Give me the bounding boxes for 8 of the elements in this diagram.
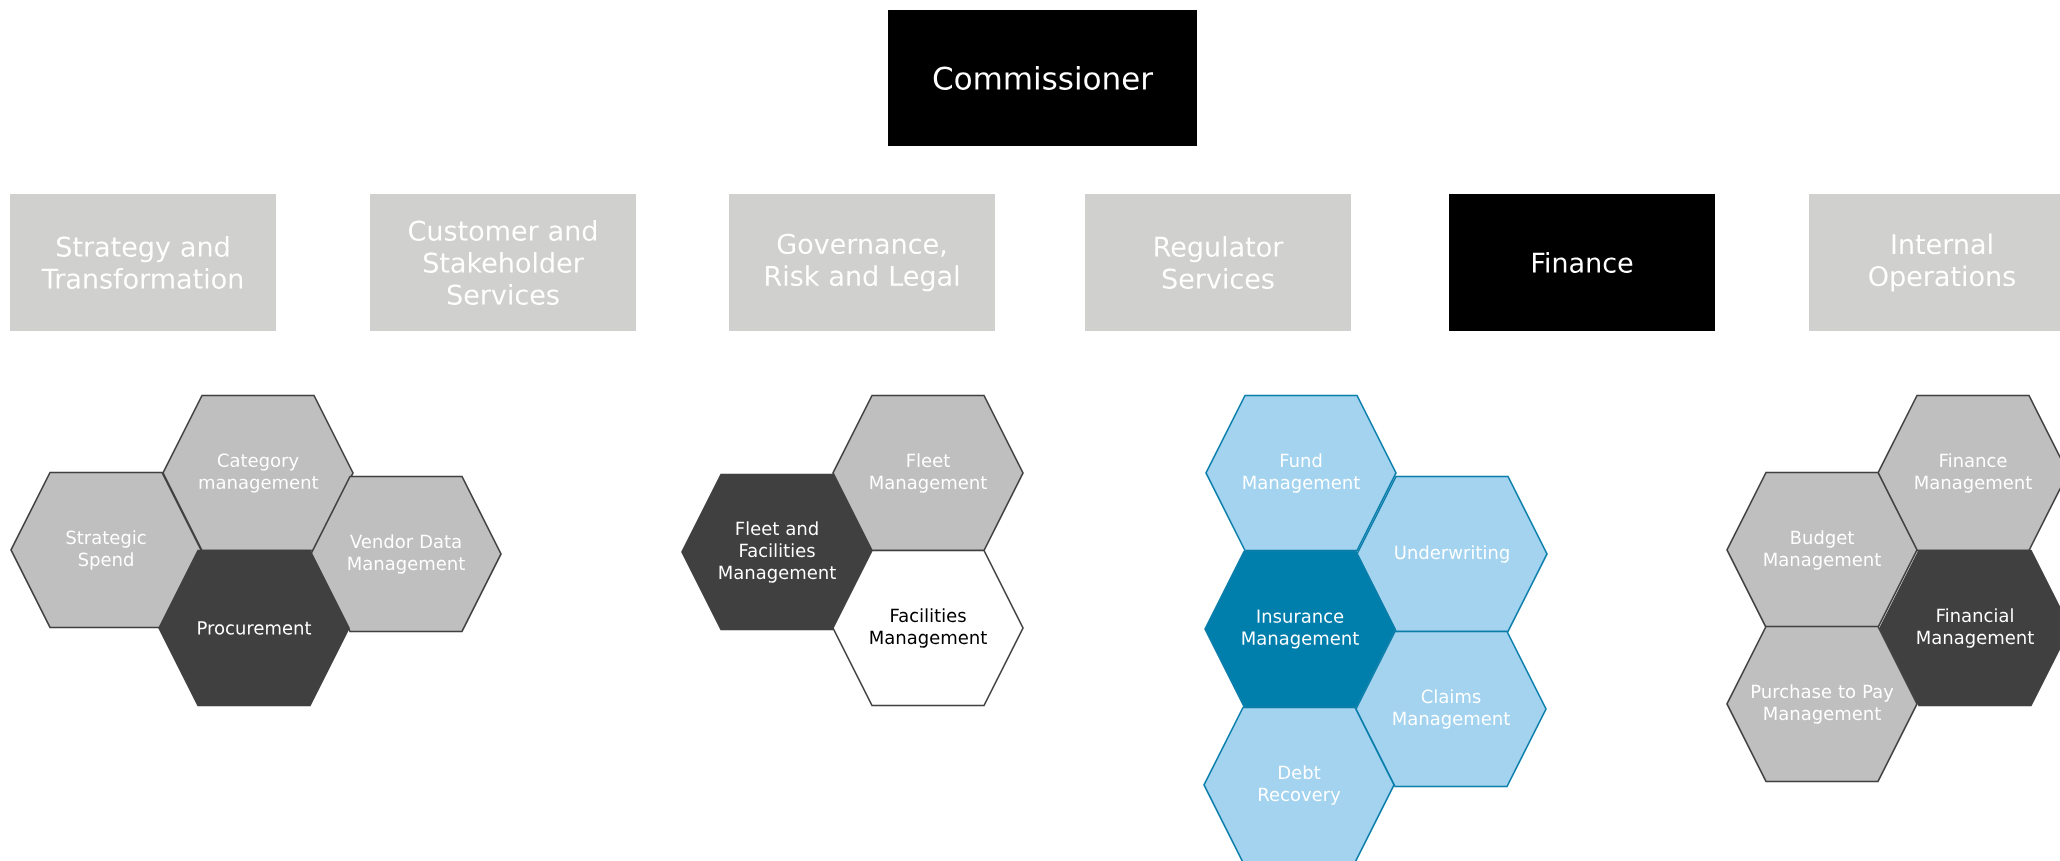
title-box: Commissioner bbox=[888, 10, 1197, 146]
department-box: Finance bbox=[1449, 194, 1715, 331]
hexagon: Fleet Management bbox=[832, 394, 1024, 552]
hexagon: Purchase to Pay Management bbox=[1726, 625, 1918, 783]
hexagon: Finance Management bbox=[1877, 394, 2060, 552]
hexagon: Insurance Management bbox=[1204, 550, 1396, 708]
hexagon: Procurement bbox=[158, 549, 350, 707]
hexagon: Debt Recovery bbox=[1203, 706, 1395, 861]
